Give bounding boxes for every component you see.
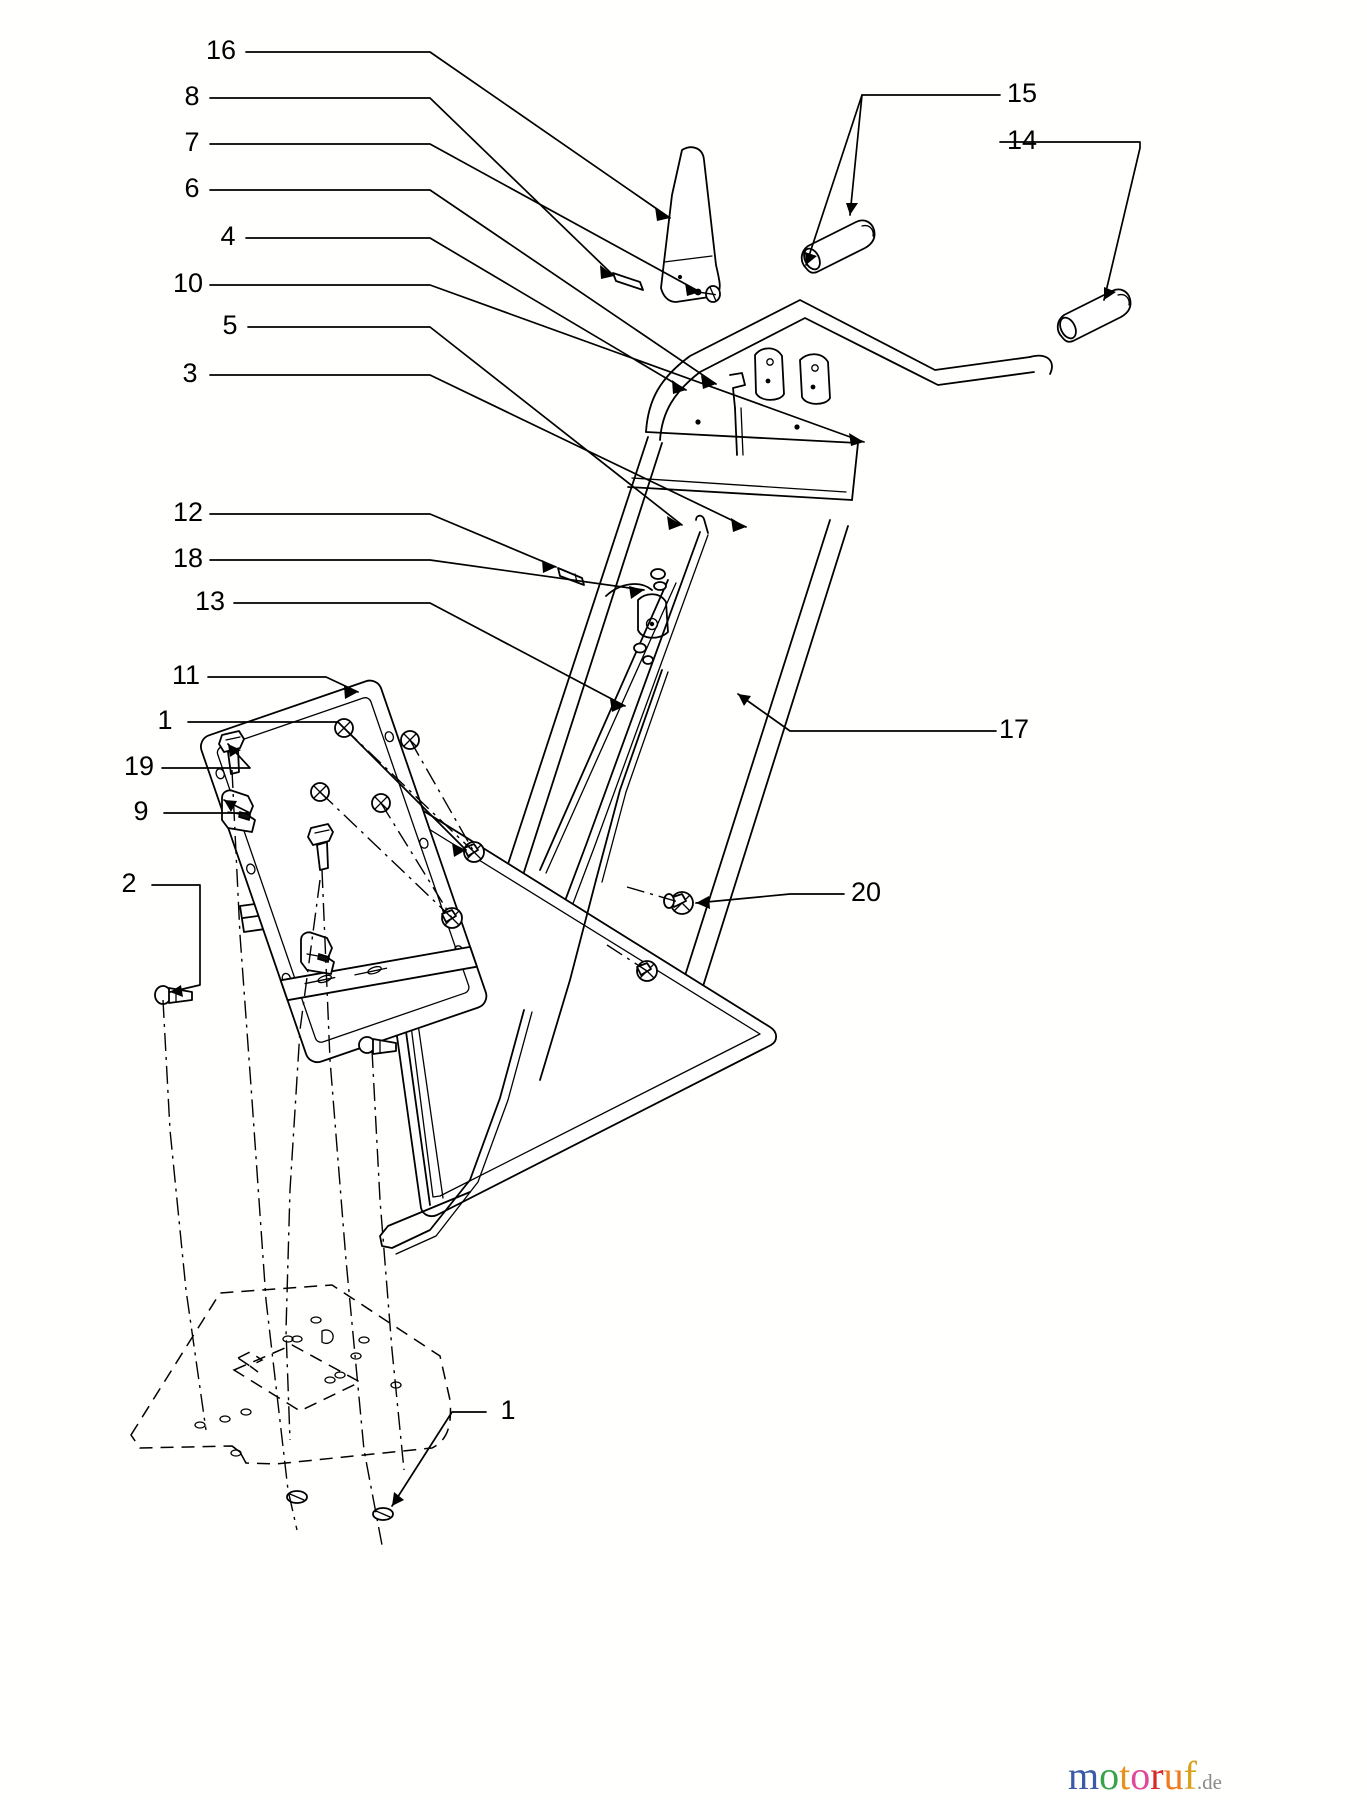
callout-18-text: 18: [173, 543, 203, 573]
part-2-shoulder-bolt: [154, 985, 193, 1005]
callout-labels: 16 8 7 6 4 10 5 3 12 18 13 11 1 19 9 2 1…: [121, 35, 1037, 1425]
watermark-suffix: .de: [1196, 1770, 1222, 1794]
bolt-plate-lower-right: [358, 1036, 397, 1055]
callout-8-text: 8: [184, 81, 199, 111]
callout-12-text: 12: [173, 497, 203, 527]
callout-20-text: 20: [851, 877, 881, 907]
callout-6-text: 6: [184, 173, 199, 203]
callout-19-text: 19: [124, 751, 154, 781]
bolt-1-bottom-2: [372, 1507, 394, 1521]
watermark-letter-m: m: [1068, 1753, 1100, 1798]
assembly-centerlines: [162, 291, 719, 1546]
part-4-5-rod-details: [695, 419, 800, 430]
phantom-deck-outline: [130, 1284, 452, 1465]
part-6-10-brackets: [729, 347, 831, 456]
callout-14-text: 14: [1007, 125, 1037, 155]
part-8-pivot-pin: [612, 272, 644, 291]
handle-frame-tubes: [469, 299, 1053, 1054]
callout-1-lower-text: 1: [500, 1395, 515, 1425]
watermark-letter-o2: o: [1130, 1753, 1151, 1798]
callout-17-text: 17: [999, 714, 1029, 744]
part-13-control-rods: [539, 568, 677, 883]
callout-7-text: 7: [184, 127, 199, 157]
bolt-1-bottom-1: [286, 1490, 308, 1504]
motoruf-watermark: motoruf.de: [1068, 1752, 1222, 1799]
part-14-handle-grip-right: [1056, 288, 1132, 343]
part-12-clevis-pin: [557, 567, 585, 586]
watermark-letter-u: u: [1163, 1753, 1184, 1798]
callout-15-text: 15: [1007, 78, 1037, 108]
bent-control-rod: [379, 879, 597, 1255]
callout-1-upper-text: 1: [157, 705, 172, 735]
callout-16-text: 16: [206, 35, 236, 65]
callout-4-text: 4: [220, 221, 235, 251]
part-9-clip-bracket: [221, 789, 256, 833]
watermark-letter-f: f: [1183, 1753, 1197, 1798]
callout-11-text: 11: [172, 660, 200, 690]
callout-5-text: 5: [222, 310, 237, 340]
part-20-flange-nut: [663, 891, 694, 915]
leader-lines: [151, 51, 1141, 1507]
watermark-letter-r: r: [1150, 1753, 1164, 1798]
callout-3-text: 3: [182, 358, 197, 388]
callout-9-text: 9: [133, 796, 148, 826]
part-16-control-lever: [660, 146, 721, 303]
callout-13-text: 13: [195, 586, 225, 616]
callout-10-text: 10: [173, 268, 203, 298]
watermark-letter-o1: o: [1099, 1753, 1120, 1798]
watermark-letter-t: t: [1119, 1753, 1131, 1798]
hex-bolt-lower: [307, 823, 334, 871]
bracket-plate: [200, 679, 488, 1064]
part-19-hex-bolt: [218, 730, 245, 775]
callout-2-text: 2: [121, 868, 136, 898]
